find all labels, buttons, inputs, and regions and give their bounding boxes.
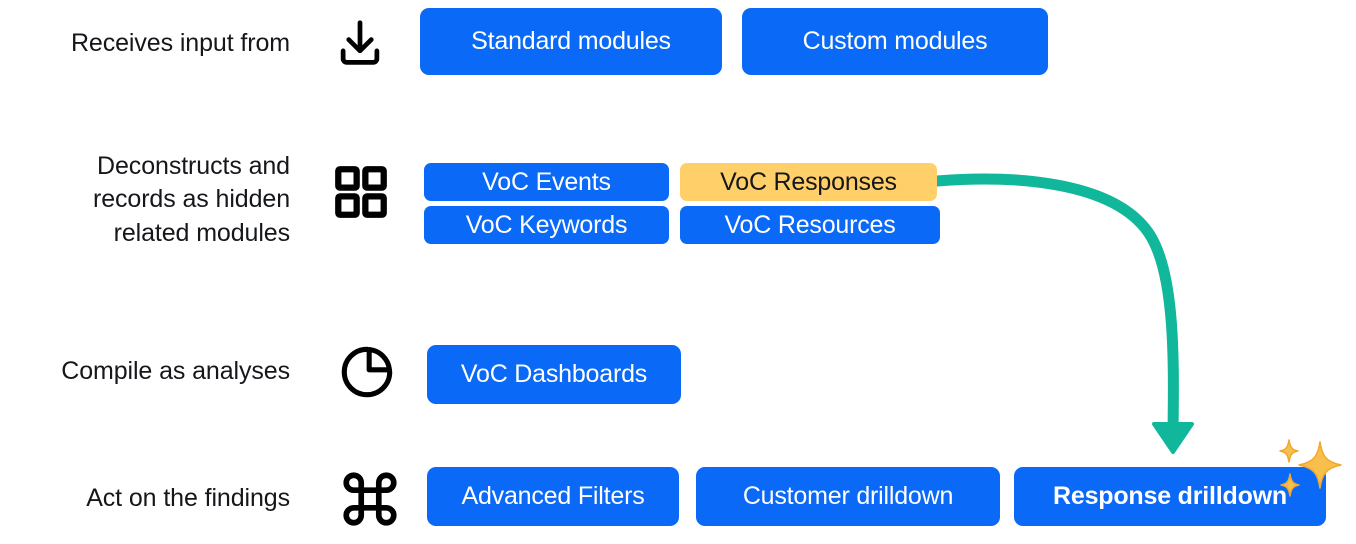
grid-modules-icon xyxy=(331,161,391,223)
command-key-icon xyxy=(338,467,402,531)
row-label-receives-input: Receives input from xyxy=(70,29,290,57)
chip-voc-resources[interactable]: VoC Resources xyxy=(680,206,940,244)
chip-custom-modules[interactable]: Custom modules xyxy=(742,8,1048,75)
pie-chart-icon xyxy=(336,341,398,403)
row-label-compile-analyses: Compile as analyses xyxy=(61,357,290,385)
row-label-act-on-findings: Act on the findings xyxy=(86,484,290,512)
chip-advanced-filters[interactable]: Advanced Filters xyxy=(427,467,679,526)
chip-customer-drilldown[interactable]: Customer drilldown xyxy=(696,467,1000,526)
chip-response-drilldown[interactable]: Response drilldown xyxy=(1014,467,1326,526)
chip-voc-keywords[interactable]: VoC Keywords xyxy=(424,206,669,244)
row-label-deconstructs-records: Deconstructs and records as hidden relat… xyxy=(92,152,290,247)
chip-voc-dashboards[interactable]: VoC Dashboards xyxy=(427,345,681,404)
chip-standard-modules[interactable]: Standard modules xyxy=(420,8,722,75)
chip-voc-events[interactable]: VoC Events xyxy=(424,163,669,201)
chip-voc-responses[interactable]: VoC Responses xyxy=(680,163,937,201)
download-icon xyxy=(331,14,389,72)
